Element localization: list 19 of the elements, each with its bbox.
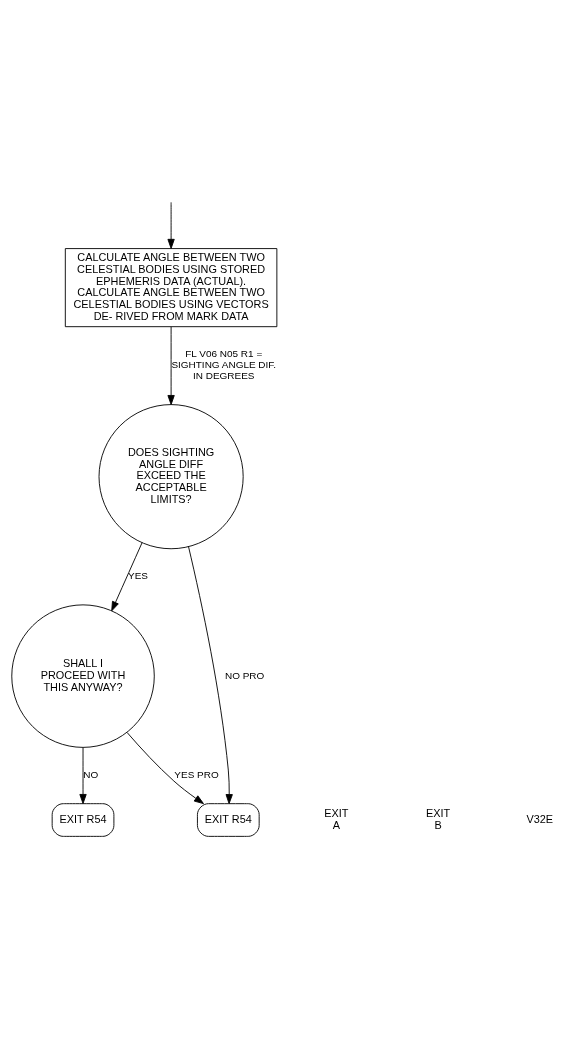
edge-label: YES xyxy=(127,570,148,582)
arrow xyxy=(188,546,233,805)
node-circle: SHALL I PROCEED WITH THIS ANYWAY? xyxy=(11,604,155,748)
node-circle: DOES SIGHTING ANGLE DIFF EXCEED THE ACCEPTABLE LIMITS? xyxy=(98,404,244,550)
edge-label: FL V06 N05 R1 = SIGHTING ANGLE DIF. IN DEGREES xyxy=(171,348,277,382)
arrow xyxy=(126,732,204,805)
arrow xyxy=(79,747,87,804)
edge-label: YES PRO xyxy=(174,769,219,781)
arrow xyxy=(111,542,143,612)
edge-label: NO PRO xyxy=(224,669,265,681)
edge-label: NO xyxy=(83,769,99,781)
arrow xyxy=(167,201,175,249)
label: EXIT B xyxy=(425,806,451,831)
node-box: CALCULATE ANGLE BETWEEN TWO CELESTIAL BODIES USING STORED EPHEMERIS DATA (ACTUAL). CALCULATE ANGLE BETWEEN TWO CELESTIAL BODIES USING VECTORS DE- RIVED FROM MARK DATA xyxy=(64,248,278,328)
label: EXIT A xyxy=(324,806,349,831)
node-box: EXIT R54 xyxy=(51,803,115,837)
node-box: EXIT R54 xyxy=(196,803,260,837)
arrow xyxy=(167,326,175,405)
label: V32E xyxy=(526,812,554,825)
